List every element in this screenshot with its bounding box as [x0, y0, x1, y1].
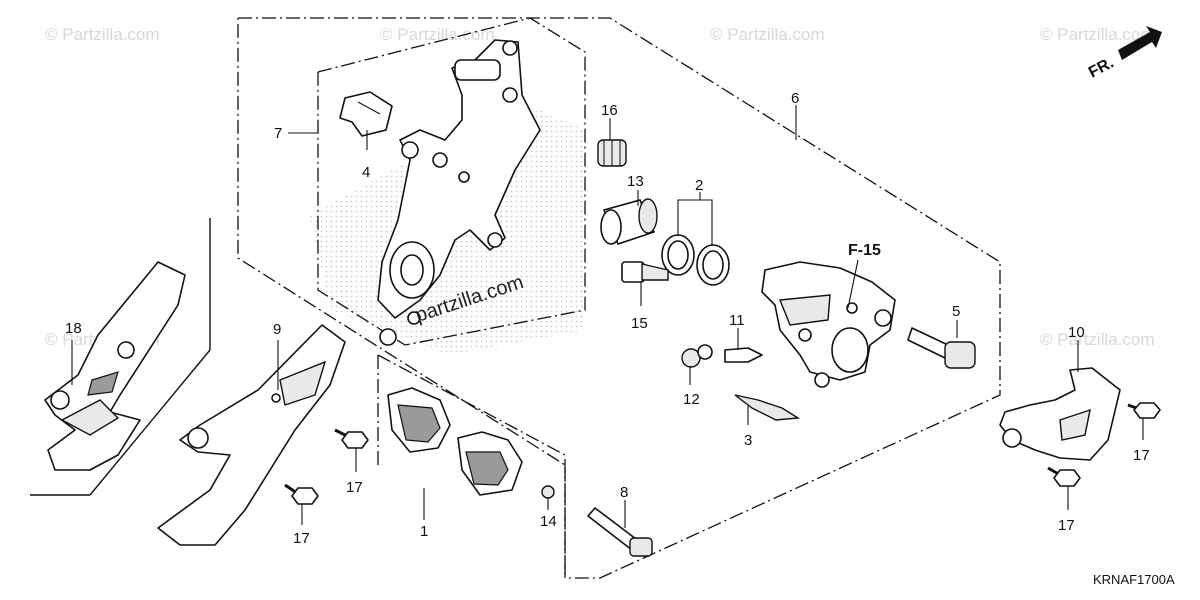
callout-7: 7	[274, 125, 282, 142]
part-8-pin	[587, 507, 653, 557]
bolt-17c	[1127, 402, 1161, 419]
callout-16: 16	[601, 102, 618, 119]
part-15-pin-bolt	[621, 261, 669, 283]
callout-9: 9	[273, 321, 281, 338]
part-2-piston-seals	[661, 234, 730, 286]
part-16-bleeder-cap	[597, 139, 627, 167]
part-1-brake-pads	[387, 387, 523, 496]
callout-13: 13	[627, 173, 644, 190]
callout-17d: 17	[1058, 517, 1075, 534]
part-4-pad-spring	[339, 91, 393, 137]
bolt-17d	[1047, 466, 1081, 487]
part-6-caliper-body	[761, 261, 896, 388]
callout-18: 18	[65, 320, 82, 337]
reference-leader	[847, 259, 859, 309]
watermark: © Partzilla.com	[45, 25, 160, 44]
part-11-bleeder	[724, 347, 763, 363]
callout-17c: 17	[1133, 447, 1150, 464]
group-outline-bracket	[317, 17, 586, 346]
callout-11: 11	[729, 312, 745, 329]
callout-5: 5	[952, 303, 960, 320]
leader-lines	[71, 105, 1144, 528]
group-outline-caliper-assy	[237, 17, 1001, 579]
direction-label: FR.	[1086, 54, 1117, 81]
divider-line	[89, 349, 211, 496]
watermark: © Partzilla.com	[710, 25, 825, 44]
callout-1: 1	[420, 523, 428, 540]
callout-8: 8	[620, 484, 628, 501]
part-10-disc-guard	[999, 367, 1121, 461]
callout-10: 10	[1068, 324, 1085, 341]
part-5-pin	[907, 327, 976, 369]
watermark: © Partzilla.com	[1040, 25, 1155, 44]
group-outline-pads	[377, 354, 566, 578]
watermark: © Partzilla.com	[380, 25, 495, 44]
callout-6: 6	[791, 90, 799, 107]
watermark-layer: © Partzilla.com © Partzilla.com © Partzi…	[45, 25, 1155, 349]
part-7-caliper-bracket	[377, 39, 541, 346]
part-13-piston	[600, 198, 658, 245]
reference-label: F-15	[848, 242, 881, 259]
callout-2: 2	[695, 177, 703, 194]
part-12-cap	[681, 344, 713, 368]
part-18-disc-guard	[44, 261, 186, 471]
callout-12: 12	[683, 391, 700, 408]
callout-14: 14	[540, 513, 557, 530]
diagram-code: KRNAF1700A	[1093, 572, 1175, 587]
watermark: © Partzilla.com	[1040, 330, 1155, 349]
part-14-clip	[541, 485, 555, 499]
bolt-17a	[334, 428, 369, 449]
bolt-17b	[284, 483, 319, 505]
part-3-pad-retainer	[734, 394, 801, 421]
callout-labels: 1 2 3 4 5 6 7 8 9 10 11 12 13 14 15 16 1…	[65, 90, 1150, 547]
callout-15: 15	[631, 315, 648, 332]
callout-3: 3	[744, 432, 752, 449]
callout-17a: 17	[346, 479, 363, 496]
part-9-disc-guard	[157, 324, 346, 546]
callout-17b: 17	[293, 530, 310, 547]
callout-4: 4	[362, 164, 370, 181]
